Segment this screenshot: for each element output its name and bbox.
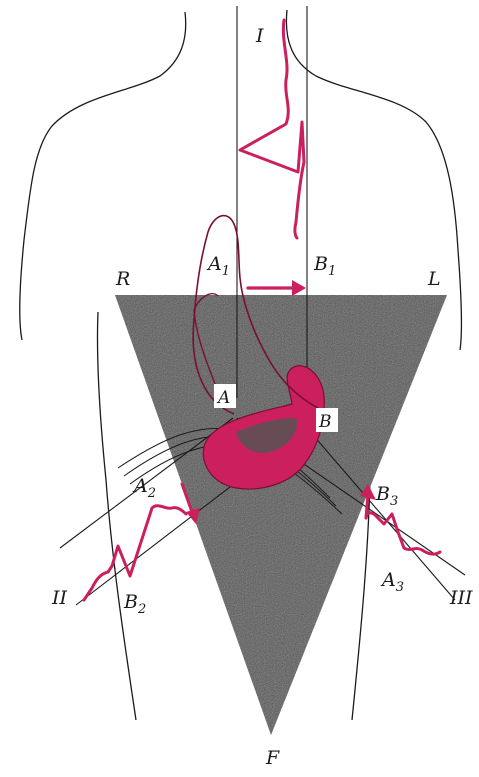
- right-label: R: [115, 268, 130, 290]
- left-label: L: [427, 268, 441, 290]
- lead1-ecg-trace: [240, 20, 304, 238]
- a3-label: A3: [380, 569, 404, 595]
- lead1-label: I: [255, 25, 264, 47]
- lead1-vector-arrow: [248, 280, 306, 296]
- lead3-label: III: [449, 587, 473, 609]
- b2-label: B2: [123, 591, 146, 617]
- lead2-label: II: [51, 587, 68, 609]
- b3-label: B3: [375, 483, 398, 509]
- point-b-label: B: [318, 412, 332, 432]
- einthoven-triangle: [115, 295, 447, 735]
- a1-label: A1: [206, 253, 230, 279]
- point-a-label: A: [216, 388, 230, 408]
- foot-label: F: [265, 747, 280, 769]
- neck-left-line: [20, 12, 186, 340]
- lead2-ecg-trace: [84, 506, 186, 600]
- lead3-ecg-trace: [366, 512, 440, 554]
- b1-label: B1: [313, 253, 336, 279]
